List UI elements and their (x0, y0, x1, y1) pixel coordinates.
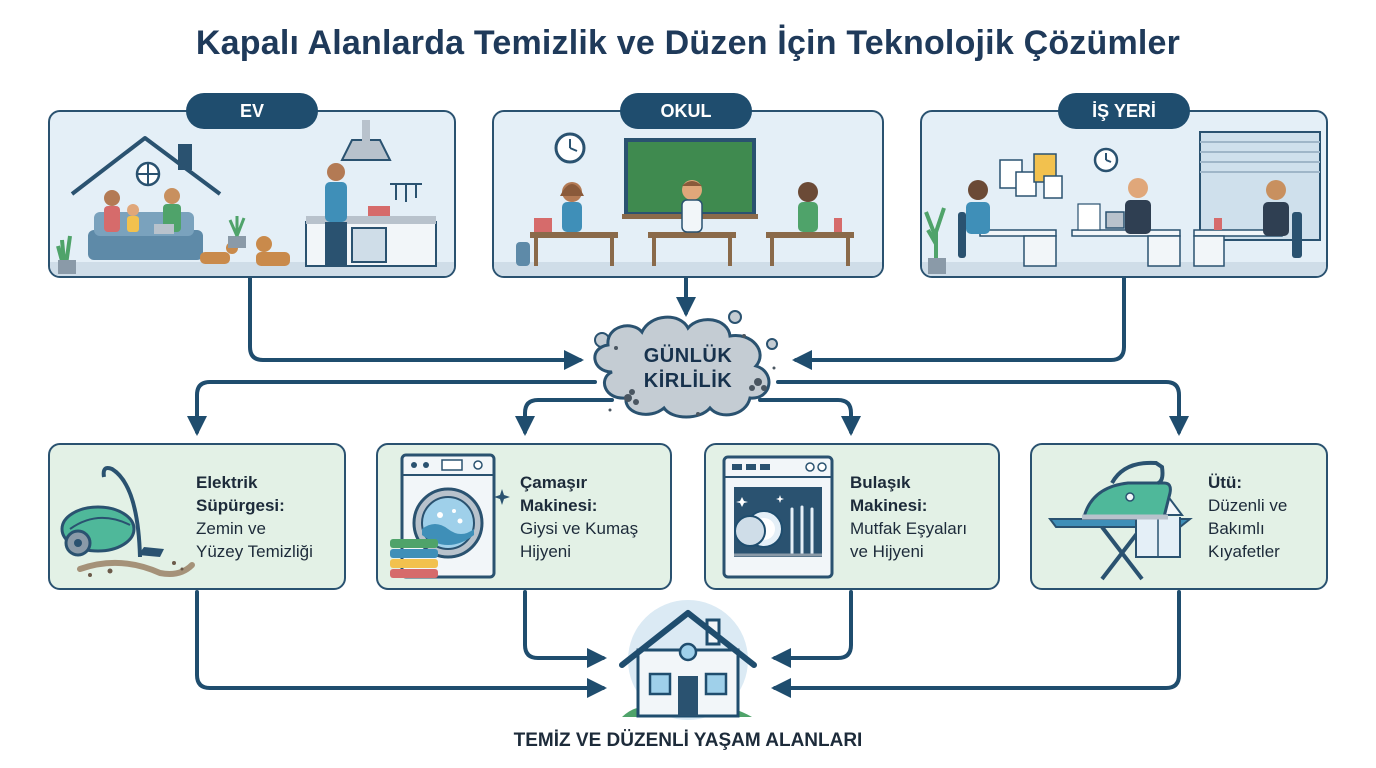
house-icon (619, 600, 757, 720)
center-label-line2: KİRLİLİK (643, 370, 733, 392)
card-title-line1: Bulaşık (850, 473, 911, 492)
card-dishwasher: Bulaşık Makinesi: Mutfak Eşyaları ve Hij… (704, 443, 1000, 590)
location-label-okul: OKUL (620, 93, 752, 129)
location-label-ev: EV (186, 93, 318, 129)
card-desc-line2: Hijyeni (520, 542, 572, 561)
panel-ev (48, 110, 456, 278)
result-label: TEMİZ VE DÜZENLİ YAŞAM ALANLARI (513, 730, 863, 751)
arrow-dishwasher-to-house (771, 590, 853, 668)
card-title-line1: Çamaşır (520, 473, 588, 492)
card-vacuum-cleaner: Elektrik Süpürgesi: Zemin ve Yüzey Temiz… (48, 443, 346, 590)
dishwasher-icon (722, 455, 834, 579)
arrow-cloud-to-vacuum (187, 380, 597, 436)
card-desc-line1: Mutfak Eşyaları (850, 519, 968, 538)
center-label-line1: GÜNLÜK (643, 345, 733, 367)
card-washing-machine: Çamaşır Makinesi: Giysi ve Kumaş Hijyeni (376, 443, 672, 590)
card-text-dishwasher: Bulaşık Makinesi: Mutfak Eşyaları ve Hij… (850, 471, 998, 563)
arrow-washer-to-house (523, 590, 607, 668)
card-desc-line1: Düzenli ve (1208, 496, 1288, 515)
card-title-line1: Elektrik (196, 473, 258, 492)
panel-okul (492, 110, 884, 278)
card-desc-line2: Bakımlı (1208, 519, 1265, 538)
arrow-ev-to-cloud (248, 276, 584, 370)
arrow-cloud-to-dishwasher (758, 398, 861, 436)
card-title-line2: Süpürgesi: (196, 496, 285, 515)
card-title-line1: Ütü: (1208, 473, 1242, 492)
vacuum-cleaner-icon (60, 466, 195, 577)
office-scene-illustration (922, 131, 1326, 276)
card-text-vacuum: Elektrik Süpürgesi: Zemin ve Yüzey Temiz… (196, 471, 344, 563)
card-title-line2: Makinesi: (520, 496, 598, 515)
iron-icon (1048, 460, 1193, 581)
arrow-cloud-to-iron (776, 380, 1189, 436)
arrow-cloud-to-washer (515, 398, 614, 436)
card-desc-line2: ve Hijyeni (850, 542, 924, 561)
arrow-isyeri-to-cloud (792, 276, 1126, 370)
school-scene-illustration (494, 132, 882, 276)
card-text-iron: Ütü: Düzenli ve Bakımlı Kıyafetler (1208, 471, 1326, 563)
card-desc-line2: Yüzey Temizliği (196, 542, 313, 561)
dirt-cloud (593, 310, 778, 419)
center-label: GÜNLÜK KİRLİLİK (608, 344, 768, 394)
home-scene-illustration (50, 120, 454, 276)
washing-machine-icon (390, 453, 510, 579)
card-desc-line1: Giysi ve Kumaş (520, 519, 639, 538)
card-desc-line1: Zemin ve (196, 519, 266, 538)
card-text-washer: Çamaşır Makinesi: Giysi ve Kumaş Hijyeni (520, 471, 670, 563)
card-iron: Ütü: Düzenli ve Bakımlı Kıyafetler (1030, 443, 1328, 590)
location-label-isyeri: İŞ YERİ (1058, 93, 1190, 129)
card-title-line2: Makinesi: (850, 496, 928, 515)
arrow-vacuum-to-house (195, 590, 607, 698)
panel-isyeri (920, 110, 1328, 278)
page-title: Kapalı Alanlarda Temizlik ve Düzen İçin … (195, 24, 1181, 62)
arrow-iron-to-house (771, 590, 1181, 698)
card-desc-line3: Kıyafetler (1208, 542, 1280, 561)
